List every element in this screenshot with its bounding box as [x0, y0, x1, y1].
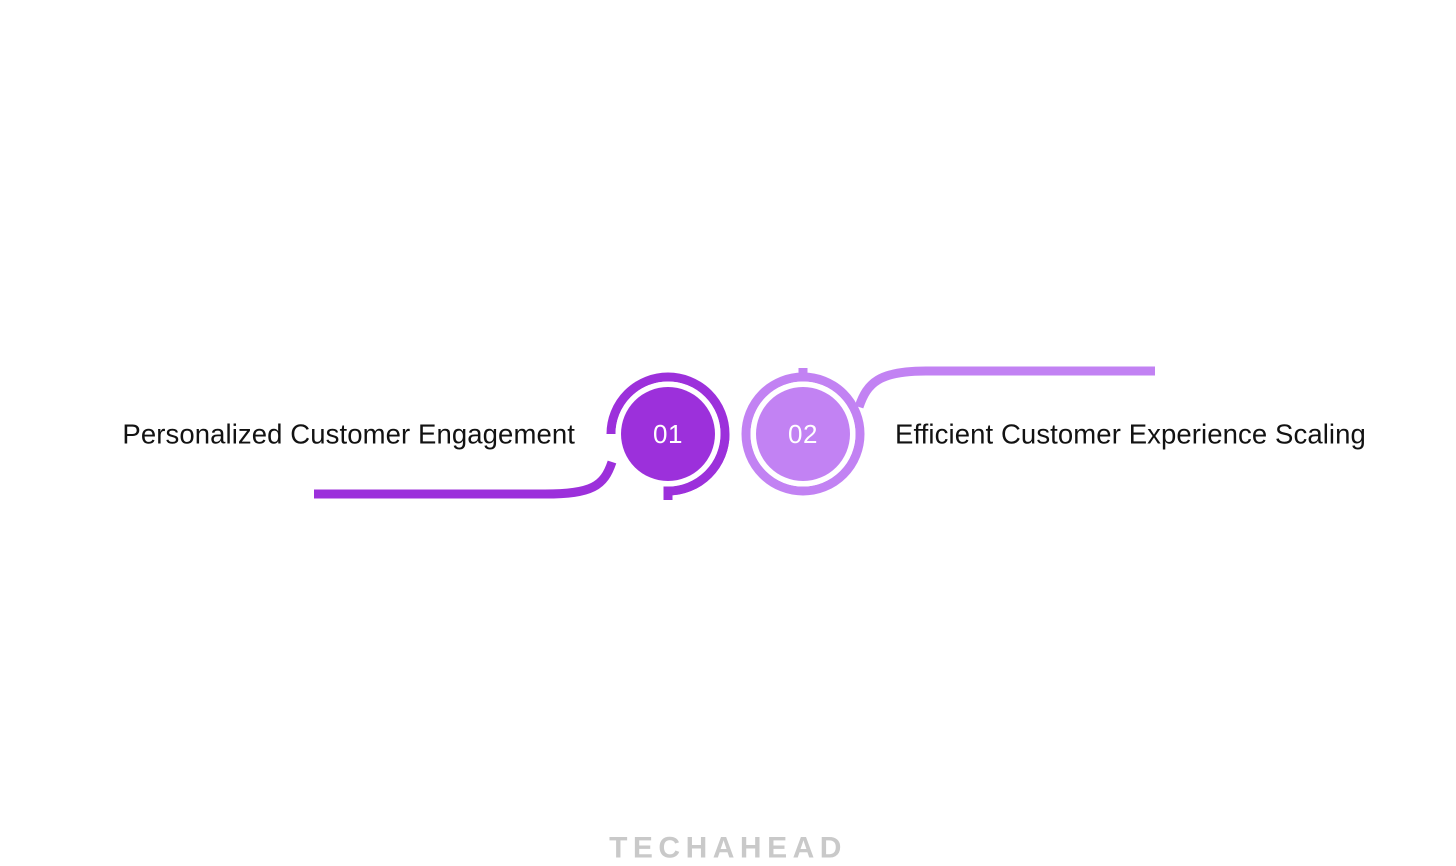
- step-01-label: Personalized Customer Engagement: [122, 419, 575, 450]
- step-02-group[interactable]: 02 Efficient Customer Experience Scaling: [741, 366, 1366, 496]
- track-segment-right: [854, 366, 1155, 409]
- step-01-ring-tail: [663, 433, 730, 500]
- techahead-watermark: TECHAHEAD: [609, 832, 847, 865]
- step-01-circle: [621, 387, 715, 481]
- step-02-inner-gap: [750, 381, 856, 487]
- step-02-ring-tail: [741, 368, 808, 435]
- step-02-label: Efficient Customer Experience Scaling: [895, 419, 1366, 450]
- step-01-inner-gap: [615, 381, 721, 487]
- step-02-circle: [756, 387, 850, 481]
- step-01-number: 01: [653, 419, 683, 449]
- step-02-number: 02: [788, 419, 818, 449]
- step-01-group[interactable]: 01 Personalized Customer Engagement: [122, 372, 730, 500]
- track-segment-left: [314, 460, 617, 499]
